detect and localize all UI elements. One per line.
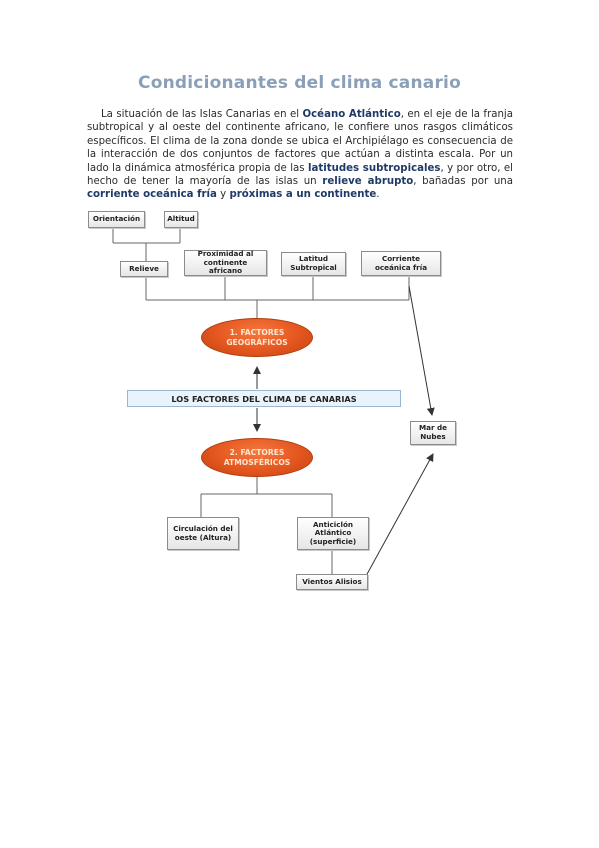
box-corriente: Corriente oceánica fría (361, 251, 441, 276)
oval-factores-geograficos: 1. FACTORES GEOGRÁFICOS (201, 318, 313, 357)
intro-paragraph: La situación de las Islas Canarias en el… (87, 108, 513, 202)
arrow-alisios-to-mar-nubes (365, 453, 434, 577)
intro-text-6: . (376, 189, 380, 201)
intro-text-3: , y por otro, el hecho de tener la mayor… (87, 162, 513, 188)
box-altitud: Altitud (164, 211, 198, 228)
intro-text-2: , en el eje de la franja subtropical y a… (87, 109, 513, 174)
banner-factores-clima: LOS FACTORES DEL CLIMA DE CANARIAS (127, 390, 401, 407)
intro-bold-relieve: relieve abrupto (322, 176, 414, 188)
intro-bold-oceano: Océano Atlántico (302, 109, 401, 120)
box-latitud: Latitud Subtropical (281, 252, 346, 276)
intro-bold-latitudes: latitudes subtropicales (307, 162, 441, 174)
oval-factores-atmosfericos: 2. FACTORES ATMOSFÉRICOS (201, 438, 313, 477)
page-title: Condicionantes del clima canario (138, 73, 461, 93)
box-relieve: Relieve (120, 261, 168, 277)
box-anticiclon-atlantico: Anticiclón Atlántico (superficie) (297, 517, 369, 550)
intro-text-5: y (216, 189, 230, 201)
box-orientacion: Orientación (88, 211, 145, 228)
box-proximidad: Proximidad al continente africano (184, 249, 267, 276)
intro-bold-corriente: corriente oceánica fría (87, 189, 217, 201)
intro-bold-continente: próximas a un continente (229, 189, 377, 201)
intro-text-4: , bañadas por una (413, 176, 513, 188)
intro-text-1: La situación de las Islas Canarias en el (101, 109, 303, 120)
box-mar-de-nubes: Mar de Nubes (410, 421, 456, 445)
arrow-corriente-to-mar-nubes (408, 285, 435, 416)
box-circulacion-oeste: Circulación del oeste (Altura) (167, 517, 239, 550)
box-vientos-alisios: Vientos Alisios (296, 574, 368, 590)
